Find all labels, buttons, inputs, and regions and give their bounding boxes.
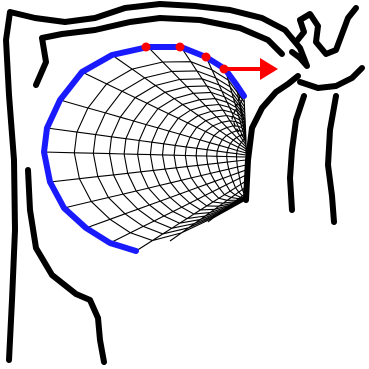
control-point (202, 53, 211, 62)
outline-lower-jaw (28, 170, 104, 362)
outline-right-ridge (300, 68, 362, 88)
outline-right-process (296, 8, 356, 54)
arrow-head (260, 58, 278, 80)
outline-strokes (6, 4, 362, 362)
outline-right-lower (328, 96, 336, 222)
control-point (142, 43, 151, 52)
control-point (176, 43, 185, 52)
outline-right-canal (290, 96, 304, 210)
